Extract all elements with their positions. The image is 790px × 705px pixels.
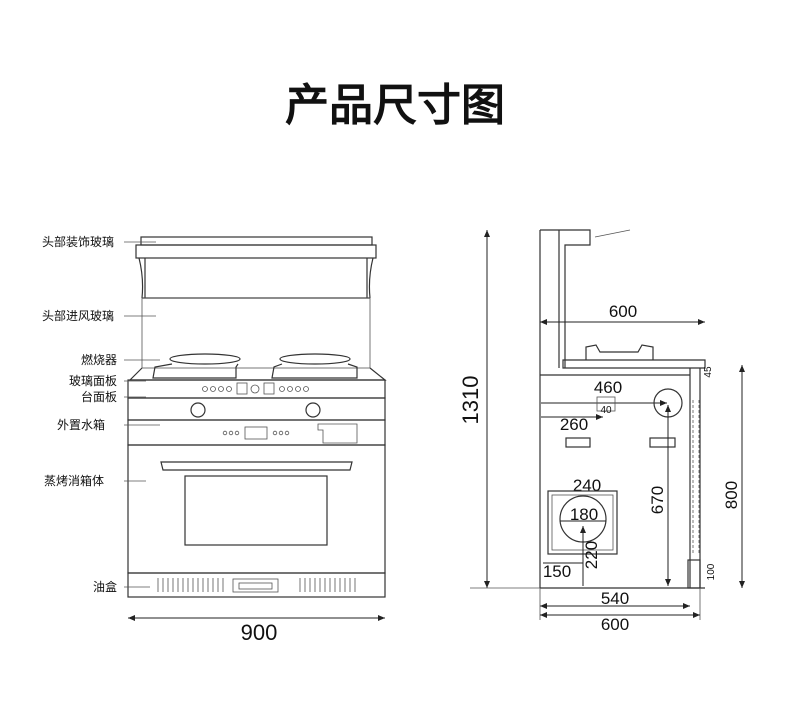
dim-220: 220	[582, 541, 601, 569]
dim-540: 540	[601, 589, 629, 608]
label-head-decor-glass: 头部装饰玻璃	[42, 234, 114, 249]
dim-460: 460	[594, 378, 622, 397]
depth-bottom-600: 600	[601, 615, 629, 634]
label-head-intake-glass: 头部进风玻璃	[42, 308, 114, 323]
oven-handle	[160, 461, 353, 471]
water-tank	[317, 423, 358, 444]
depth-top-600: 600	[609, 302, 637, 321]
front-view: 头部装饰玻璃 头部进风玻璃 燃烧器 玻璃面板 台面板 外置水箱 蒸烤消箱体 油盒…	[42, 234, 387, 645]
dim-40: 40	[600, 405, 612, 416]
label-countertop: 台面板	[81, 389, 117, 404]
head-intake-glass	[141, 297, 371, 369]
width-900: 900	[241, 620, 278, 645]
side-view: 1310 600 45 800 460 40 260 670 240 180 2…	[458, 229, 745, 634]
burners	[152, 353, 358, 379]
label-glass-panel: 玻璃面板	[69, 374, 117, 388]
dim-180: 180	[570, 505, 598, 524]
dim-45: 45	[703, 366, 714, 378]
label-burner: 燃烧器	[81, 352, 117, 367]
knob-right	[305, 402, 321, 418]
oven-window	[184, 475, 328, 546]
page-title: 产品尺寸图	[285, 80, 505, 131]
label-water-tank: 外置水箱	[57, 417, 105, 432]
knob-left	[190, 402, 206, 418]
dim-670: 670	[648, 486, 667, 514]
height-1310: 1310	[458, 376, 483, 425]
dim-800: 800	[722, 481, 741, 509]
dim-100: 100	[706, 563, 717, 580]
part-labels: 头部装饰玻璃 头部进风玻璃 燃烧器 玻璃面板 台面板 外置水箱 蒸烤消箱体 油盒	[42, 234, 117, 594]
dim-240: 240	[573, 476, 601, 495]
side-burner	[562, 344, 706, 369]
control-panel	[127, 379, 386, 399]
head-decor-glass	[140, 236, 373, 246]
oven-body	[127, 444, 386, 574]
label-oil-box: 油盒	[93, 579, 117, 594]
oil-box	[127, 572, 386, 598]
dim-260: 260	[560, 415, 588, 434]
label-oven-body: 蒸烤消箱体	[44, 473, 104, 488]
vents	[157, 578, 356, 593]
dim-150: 150	[543, 562, 571, 581]
